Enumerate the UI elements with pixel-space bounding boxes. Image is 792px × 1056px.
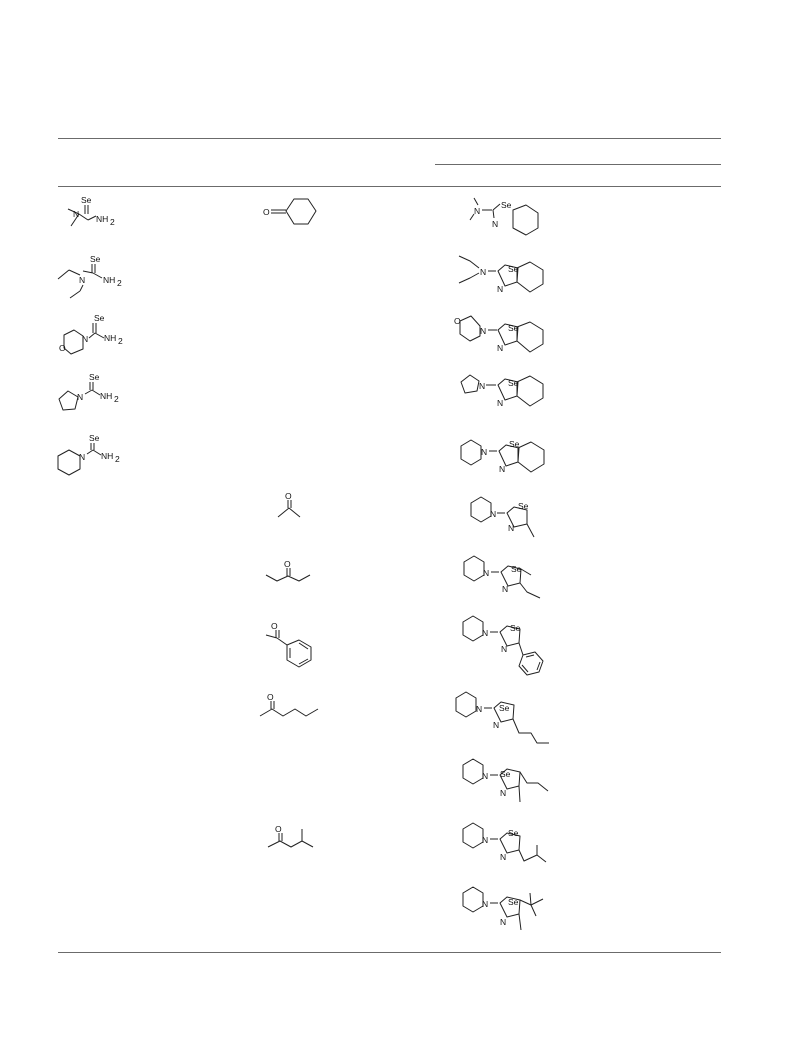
se-label: Se	[81, 195, 92, 205]
se-label: Se	[508, 323, 519, 333]
n-label: N	[480, 326, 486, 336]
nh2-label: NH	[96, 214, 108, 224]
se-label: Se	[510, 623, 521, 633]
se-label: Se	[508, 378, 519, 388]
n-label: N	[73, 209, 79, 219]
nh2-subscript: 2	[110, 217, 115, 227]
n-label: N	[500, 788, 506, 798]
n-label: N	[500, 852, 506, 862]
product-piperidino-isobutylselenazole: N Se N	[462, 822, 547, 863]
selenourea-pyrrolidine: Se N NH 2	[58, 372, 119, 411]
se-label: Se	[511, 564, 522, 574]
ketone-methylpentanone: O	[267, 824, 314, 848]
product-morpholino-benzoselenazole: O N Se N	[454, 315, 544, 353]
table-bottom-rule	[58, 952, 721, 953]
table-header-rule	[58, 186, 721, 187]
table-subheader-rule	[435, 164, 721, 165]
n-label: N	[482, 771, 488, 781]
n-label: N	[481, 447, 487, 457]
nh2-label: NH	[101, 451, 113, 461]
product-piperidino-butylselenazole: N Se N	[455, 691, 549, 744]
n-label: N	[482, 899, 488, 909]
o-label: O	[267, 692, 274, 702]
nh2-subscript: 2	[114, 394, 119, 404]
o-label: O	[59, 343, 66, 353]
n-label: N	[497, 284, 503, 294]
se-label: Se	[518, 501, 529, 511]
n-label: N	[482, 628, 488, 638]
nh2-label: NH	[100, 391, 112, 401]
n-label: N	[82, 334, 88, 344]
nh2-subscript: 2	[117, 278, 122, 288]
se-label: Se	[89, 372, 100, 382]
se-label: Se	[89, 433, 100, 443]
o-label: O	[271, 621, 278, 631]
n-label: N	[490, 509, 496, 519]
product-piperidino-ethylmethylselenazole: N Se N	[463, 555, 541, 599]
o-label: O	[263, 207, 270, 217]
ketone-acetophenone: O	[265, 621, 312, 668]
nh2-subscript: 2	[115, 454, 120, 464]
se-label: Se	[90, 254, 101, 264]
selenourea-morpholine: Se N O NH 2	[59, 313, 123, 355]
n-label: N	[483, 568, 489, 578]
se-label: Se	[94, 313, 105, 323]
n-label: N	[502, 584, 508, 594]
n-label: N	[500, 917, 506, 927]
n-label: N	[499, 464, 505, 474]
product-piperidino-isopropylmethylselenazole: N Se N	[462, 886, 544, 931]
nh2-label: NH	[104, 333, 116, 343]
n-label: N	[474, 206, 480, 216]
se-label: Se	[501, 200, 512, 210]
product-dimethylamino-benzoselenazole: N Se N	[469, 197, 539, 236]
ketone-hexanone: O	[259, 692, 319, 717]
n-label: N	[508, 523, 514, 533]
product-pyrrolidino-benzoselenazole: N Se N	[460, 374, 544, 408]
se-label: Se	[500, 769, 511, 779]
nh2-subscript: 2	[118, 336, 123, 346]
se-label: Se	[509, 439, 520, 449]
n-label: N	[482, 835, 488, 845]
ketone-cyclohexanone: O	[263, 198, 317, 225]
o-label: O	[275, 824, 282, 834]
se-label: Se	[508, 828, 519, 838]
selenourea-dimethyl: Se N NH 2	[67, 195, 115, 227]
ketone-acetone: O	[277, 491, 301, 518]
se-label: Se	[508, 264, 519, 274]
o-label: O	[454, 316, 461, 326]
product-piperidino-benzoselenazole: N Se N	[460, 439, 545, 474]
n-label: N	[497, 398, 503, 408]
n-label: N	[493, 720, 499, 730]
product-piperidino-methylselenazole: N Se N	[470, 496, 535, 538]
n-label: N	[497, 343, 503, 353]
se-label: Se	[508, 897, 519, 907]
nh2-label: NH	[103, 275, 115, 285]
ketone-pentanone: O	[265, 559, 311, 582]
n-label: N	[79, 275, 85, 285]
n-label: N	[492, 219, 498, 229]
n-label: N	[476, 704, 482, 714]
n-label: N	[480, 267, 486, 277]
table-top-rule	[58, 138, 721, 139]
product-piperidino-phenylselenazole: N Se N	[462, 615, 544, 676]
product-piperidino-propylmethylselenazole: N Se N	[462, 758, 549, 803]
o-label: O	[284, 559, 291, 569]
selenourea-diethyl: Se N NH 2	[57, 254, 122, 299]
n-label: N	[77, 392, 83, 402]
selenourea-piperidine: Se N NH 2	[57, 433, 120, 476]
o-label: O	[285, 491, 292, 501]
n-label: N	[79, 452, 85, 462]
n-label: N	[479, 381, 485, 391]
n-label: N	[501, 644, 507, 654]
se-label: Se	[499, 703, 510, 713]
product-diethylamino-benzoselenazole: N Se N	[458, 255, 544, 294]
